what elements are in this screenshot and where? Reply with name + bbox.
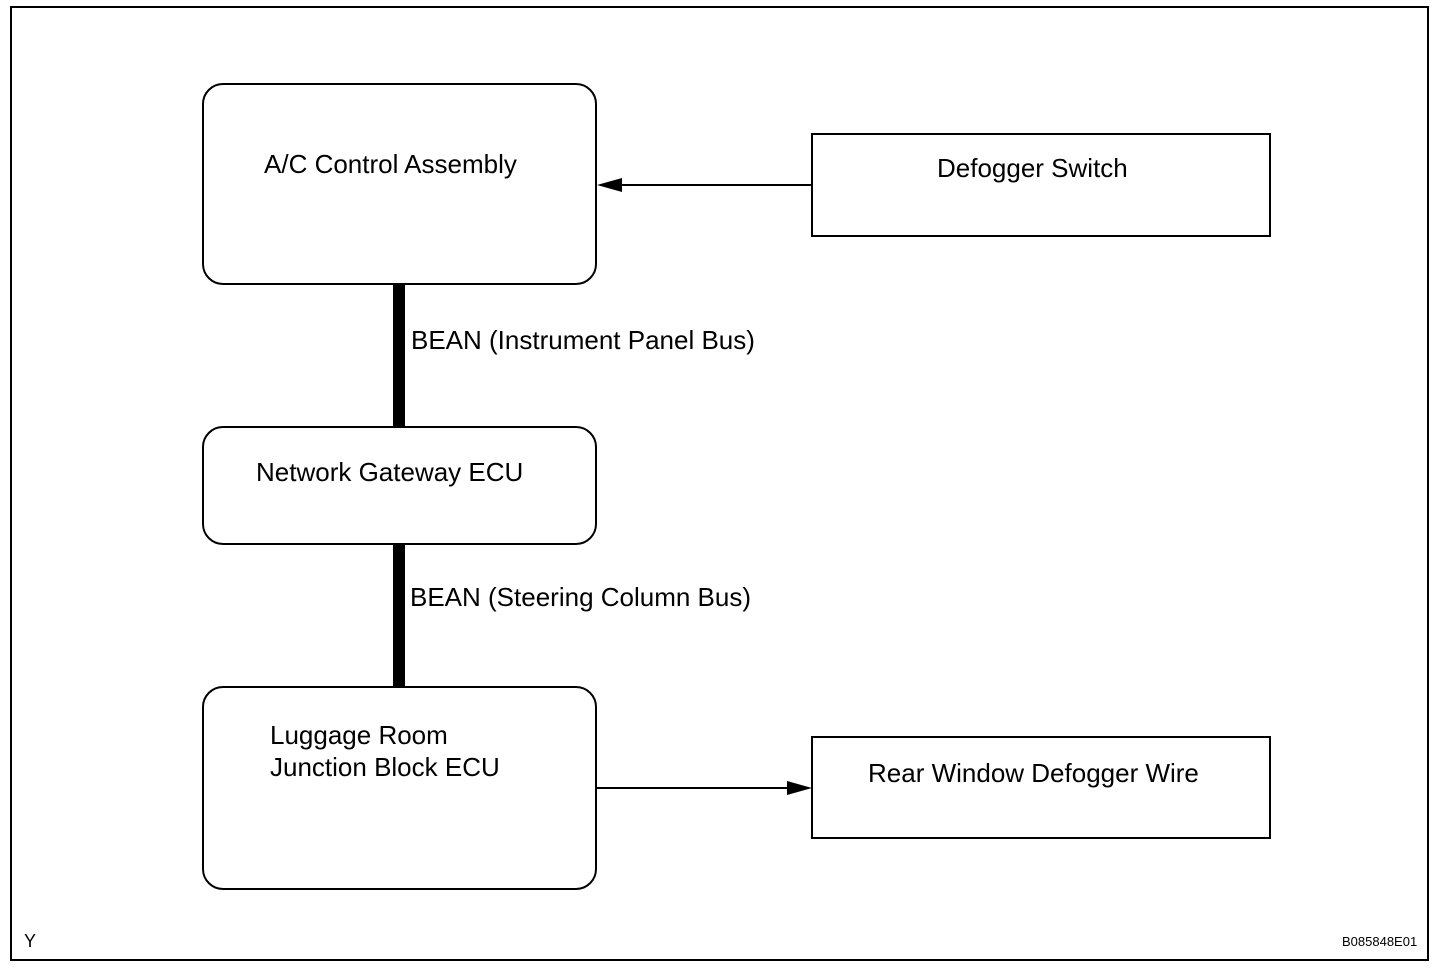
node-network-gateway-ecu xyxy=(202,426,597,545)
node-luggage-room-junction-block-ecu xyxy=(202,686,597,890)
arrowhead-into-defogger-wire xyxy=(787,781,812,795)
rear-window-defogger-wire-label: Rear Window Defogger Wire xyxy=(868,758,1199,788)
node-ac-control-assembly xyxy=(202,83,597,285)
node-rear-window-defogger-wire xyxy=(811,736,1271,839)
bus-label-instrument-panel: BEAN (Instrument Panel Bus) xyxy=(411,325,755,355)
figure-id: B085848E01 xyxy=(1342,934,1418,949)
diagram-frame xyxy=(10,6,1429,961)
bus-line-steering-column xyxy=(393,544,405,687)
arrowhead-into-ac xyxy=(597,178,622,192)
bus-label-steering-column: BEAN (Steering Column Bus) xyxy=(410,582,752,612)
ac-control-assembly-label: A/C Control Assembly xyxy=(264,149,517,179)
node-defogger-switch xyxy=(811,133,1271,237)
footer-left-code: Y xyxy=(24,931,37,951)
defogger-switch-label: Defogger Switch xyxy=(937,153,1128,183)
network-gateway-ecu-label: Network Gateway ECU xyxy=(256,457,524,487)
luggage-room-label-line1: Luggage Room xyxy=(270,720,448,750)
luggage-room-label-line2: Junction Block ECU xyxy=(270,752,500,782)
bus-line-instrument-panel xyxy=(393,284,405,427)
